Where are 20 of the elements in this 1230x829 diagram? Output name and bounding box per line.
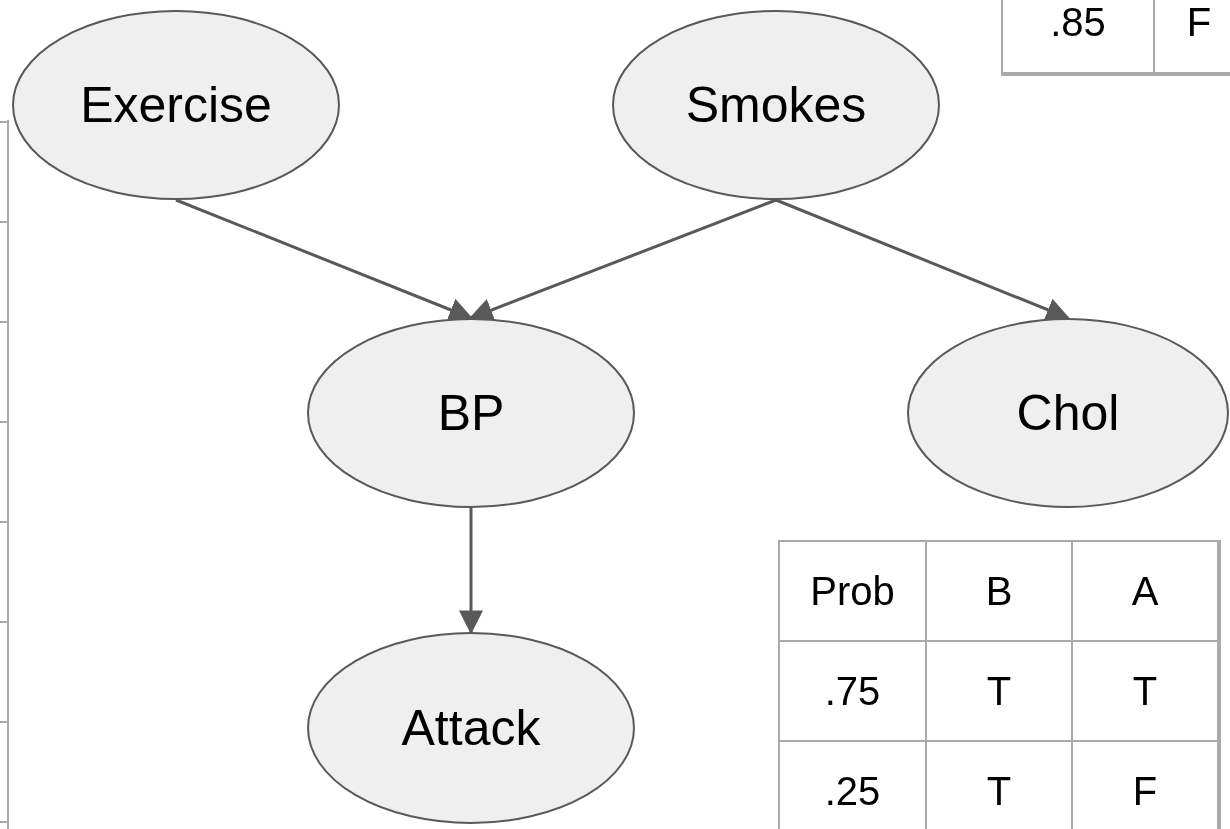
table-cell-text: A — [1131, 568, 1159, 614]
table-cell-text: .25 — [824, 768, 881, 814]
table-cell-text: B — [985, 568, 1013, 614]
table-cell-text: F — [1186, 0, 1212, 45]
arrow — [459, 508, 483, 635]
table-cell-text: .85 — [1050, 0, 1106, 45]
node-label: Exercise — [80, 76, 272, 134]
node-label: Smokes — [685, 76, 867, 134]
table-cell-text: T — [1132, 668, 1158, 714]
arrow — [775, 198, 1071, 322]
table-cell-text: .75 — [824, 668, 881, 714]
table-cell-text: F — [1132, 768, 1158, 814]
arrow — [468, 198, 777, 322]
node-label: Attack — [401, 699, 541, 757]
node-label: BP — [437, 384, 505, 442]
node-label: Chol — [1016, 384, 1120, 442]
table-cell-text: Prob — [810, 568, 895, 614]
table-cell-text: T — [986, 768, 1012, 814]
table-cell-text: T — [986, 668, 1012, 714]
arrow — [175, 198, 474, 322]
